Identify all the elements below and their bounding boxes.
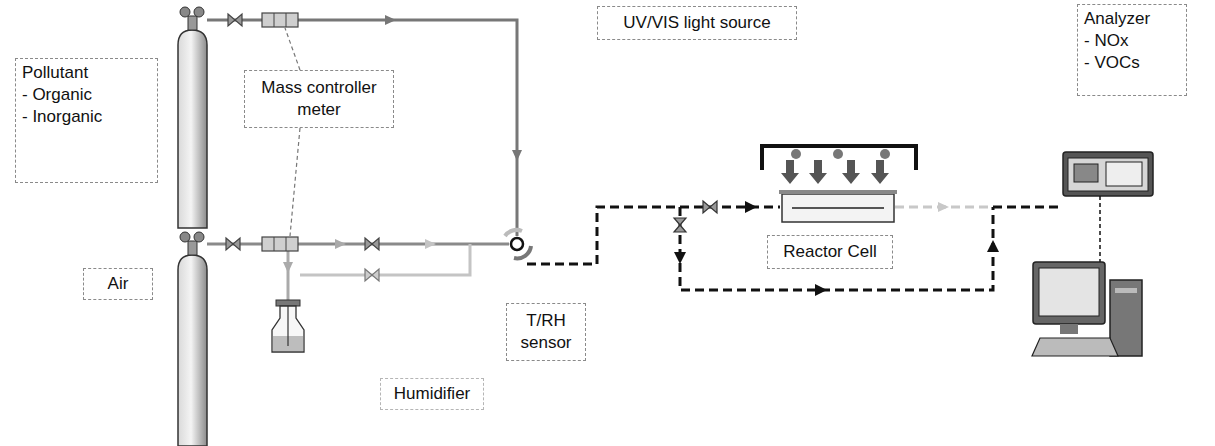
flow-arrow	[335, 239, 346, 249]
analyzer-instrument	[1063, 152, 1153, 196]
light-arrow	[871, 160, 889, 184]
flow-arrow	[425, 239, 436, 249]
node-text: UV/VIS light source	[604, 12, 790, 34]
keyboard	[1032, 338, 1118, 356]
node-text: Pollutant	[22, 62, 151, 84]
leader-line	[290, 128, 300, 236]
flow-arrow	[512, 150, 522, 161]
light-arrow	[842, 160, 860, 184]
light-arrows	[781, 160, 889, 184]
mass-flow-controller	[262, 13, 298, 27]
gas-pipe	[207, 243, 509, 246]
valve-knob	[180, 232, 190, 242]
pollutant-line	[207, 13, 522, 236]
node-text: Mass controller meter	[251, 77, 387, 121]
node-text: Reactor Cell	[774, 241, 886, 263]
valve-symbol	[365, 238, 379, 250]
sample-plate	[792, 207, 884, 209]
node-text: Humidifier	[387, 383, 477, 405]
flow-arrow	[283, 262, 293, 273]
node-text: T/RH sensor	[513, 310, 579, 354]
lamp-bulb	[880, 149, 890, 159]
node-text: Air	[90, 273, 146, 295]
valve-knob	[180, 7, 190, 17]
leader-line	[285, 28, 300, 70]
gas-cylinder	[178, 232, 207, 446]
label-box: Reactor Cell	[767, 235, 893, 269]
analyzer-front	[1068, 158, 1148, 191]
node-text: - VOCs	[1084, 52, 1180, 74]
cylinder-valve	[188, 241, 197, 255]
light-arrow	[781, 160, 799, 184]
gas-cylinder	[178, 7, 207, 228]
reactor	[762, 146, 916, 222]
bottle-cap	[276, 300, 300, 306]
flow-arrow	[745, 201, 757, 213]
valve-symbol	[226, 238, 240, 250]
valve-knob	[194, 7, 204, 17]
cylinder-body	[178, 30, 207, 228]
lamp-housing	[762, 146, 916, 170]
gas-pipe	[993, 206, 1062, 209]
monitor-stand	[1060, 324, 1078, 334]
analyzer-panel	[1106, 162, 1142, 186]
analyzer-case	[1063, 152, 1153, 196]
mfc-divider	[286, 237, 287, 251]
computer	[1032, 262, 1142, 356]
mixer-arc	[505, 230, 522, 236]
gas-pipe	[527, 207, 780, 264]
flow-arrow	[815, 284, 827, 296]
valve-knob	[194, 232, 204, 242]
node-text: - Inorganic	[22, 106, 151, 128]
humid-pipe	[300, 244, 470, 275]
monitor	[1033, 262, 1105, 324]
reactor-window	[779, 190, 897, 194]
mixer-port	[511, 238, 523, 250]
lamp-bulb	[833, 149, 843, 159]
valve-symbol	[703, 201, 717, 213]
gas-pipe	[207, 20, 517, 236]
flow-arrow	[938, 202, 949, 212]
label-box: Analyzer- NOx- VOCs	[1077, 4, 1187, 96]
flow-arrow	[987, 240, 999, 252]
node-text: - Organic	[22, 84, 151, 106]
humidifier-bottle	[272, 306, 304, 352]
mfc-divider	[274, 237, 275, 251]
drive-bay	[1115, 288, 1137, 293]
monitor-screen	[1039, 268, 1099, 316]
flow-arrow	[385, 15, 396, 25]
data-cable	[1099, 196, 1101, 262]
label-box: Humidifier	[380, 378, 484, 410]
mfc-divider	[274, 13, 275, 27]
cylinder-valve	[188, 16, 197, 30]
lamp-bulb	[791, 149, 801, 159]
air-line	[207, 237, 509, 352]
bubbler-tube	[287, 306, 288, 346]
reactor-cell	[782, 194, 894, 222]
analyzer-display	[1074, 164, 1098, 182]
label-box: Pollutant- Organic- Inorganic	[15, 58, 158, 183]
mass-flow-controller	[262, 237, 298, 251]
mixer-arc	[514, 246, 531, 258]
cylinder-body	[178, 255, 207, 446]
label-box: Mass controller meter	[244, 70, 394, 128]
valve-symbol	[674, 218, 686, 232]
label-box: Air	[83, 268, 153, 300]
label-box: UV/VIS light source	[597, 6, 797, 40]
mixer	[505, 230, 531, 258]
mfc-divider	[286, 13, 287, 27]
node-text: - NOx	[1084, 30, 1180, 52]
leader-lines	[285, 28, 300, 236]
valve-symbol	[365, 269, 379, 281]
label-box: T/RH sensor	[506, 303, 586, 361]
node-text: Analyzer	[1084, 8, 1180, 30]
flow-arrow	[674, 252, 686, 264]
pc-tower	[1110, 280, 1142, 356]
valve-symbol	[228, 14, 242, 26]
light-arrow	[809, 160, 827, 184]
